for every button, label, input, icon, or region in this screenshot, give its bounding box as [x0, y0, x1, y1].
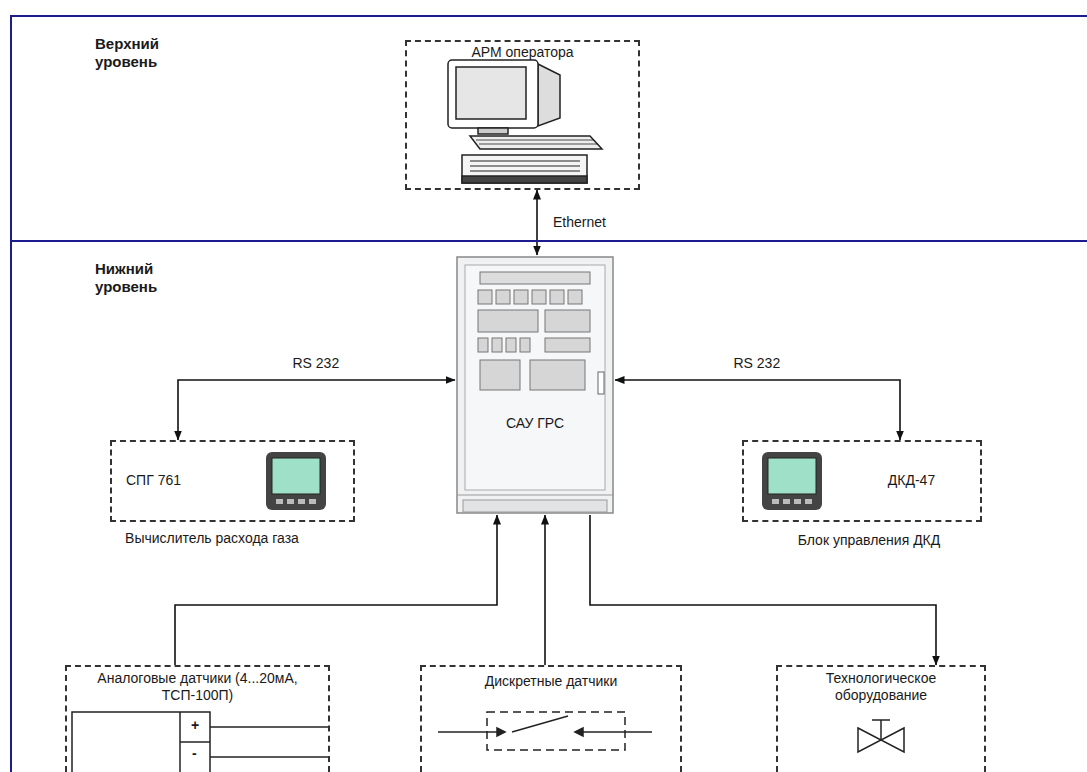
- device-icon: [805, 499, 812, 504]
- cabinet-illustration: [598, 372, 604, 394]
- level-band: Верхний уровень АРМ оператора: [10, 15, 1087, 242]
- device-icon: [266, 452, 326, 510]
- switch-symbol: [438, 731, 505, 733]
- cabinet-illustration: [478, 290, 492, 304]
- sensor-symbol: [210, 726, 328, 728]
- connector: [178, 380, 455, 440]
- computer-illustration: [470, 136, 602, 149]
- cabinet-box: САУ ГРС: [455, 255, 615, 515]
- device-icon: [772, 499, 779, 504]
- node-caption: Блок управления ДКД: [749, 532, 989, 549]
- switch-symbol: [497, 728, 505, 736]
- switch-symbol: [575, 728, 583, 736]
- level-band: Нижний уровеньСАУ ГРССПГ 761Вычислитель …: [10, 242, 1087, 772]
- device-icon: [287, 499, 294, 504]
- computer-illustration: [462, 176, 587, 183]
- node-label: Дискретные датчики: [422, 673, 680, 690]
- valve-symbol: [872, 719, 890, 721]
- switch-symbol: [438, 712, 652, 750]
- cabinet-illustration: [465, 265, 605, 490]
- switch-symbol: [487, 712, 625, 750]
- cabinet-illustration: [457, 257, 613, 513]
- cabinet-illustration: [550, 290, 564, 304]
- cabinet-illustration: [463, 500, 607, 512]
- device-icon: [298, 499, 305, 504]
- cabinet-illustration: [480, 272, 590, 284]
- terminal-sign: +: [189, 717, 201, 734]
- computer-illustration: [448, 60, 538, 128]
- switch-symbol: [512, 716, 568, 732]
- cabinet-illustration: [514, 290, 528, 304]
- device-icon: [276, 499, 283, 504]
- node-label: Аналоговые датчики (4...20мА, ТСП-100П): [75, 670, 320, 704]
- connector-label: RS 232: [732, 355, 783, 372]
- cabinet-illustration: [568, 290, 582, 304]
- node-label: ДКД-47: [849, 472, 974, 489]
- sensor-symbol: [72, 712, 210, 772]
- device-box: СПГ 761Вычислитель расхода газа: [110, 440, 355, 522]
- device-icon: [762, 452, 822, 510]
- cabinet-illustration: [492, 338, 502, 352]
- workstation-box: АРМ оператора: [405, 40, 640, 190]
- sensor-symbol: [210, 756, 328, 758]
- cabinet-illustration: [478, 310, 538, 332]
- cabinet-illustration: [545, 310, 590, 332]
- valve-symbol: [858, 720, 904, 752]
- node-caption: Вычислитель расхода газа: [62, 530, 362, 547]
- device-icon: [309, 499, 316, 504]
- device-icon: [783, 499, 790, 504]
- connector-label: RS 232: [291, 355, 342, 372]
- cabinet-illustration: [532, 290, 546, 304]
- valve-symbol: [880, 720, 882, 740]
- device-icon: [794, 499, 801, 504]
- node-label: АРМ оператора: [407, 44, 638, 61]
- cabinet-illustration: [478, 290, 590, 390]
- computer-illustration: [478, 128, 508, 134]
- device-icon: [272, 458, 320, 494]
- connector: [544, 515, 546, 665]
- cabinet-illustration: [530, 360, 585, 390]
- sensor-symbol: [72, 712, 328, 772]
- cabinet-illustration: [496, 290, 510, 304]
- connector: [615, 380, 900, 440]
- device-icon: [768, 458, 816, 494]
- cabinet-illustration: [520, 338, 530, 352]
- computer-illustration: [462, 155, 587, 183]
- node-label: Технологическое оборудование: [806, 670, 956, 704]
- equipment-box: Технологическое оборудование: [776, 665, 986, 772]
- sensor-box: Дискретные датчики: [420, 665, 682, 772]
- valve-symbol: [858, 728, 881, 752]
- node-label: СПГ 761: [126, 472, 256, 489]
- cabinet-illustration: [478, 338, 488, 352]
- valve-symbol: [881, 728, 904, 752]
- cabinet-illustration: [545, 338, 590, 352]
- computer-illustration: [456, 67, 526, 119]
- node-label: Нижний уровень: [95, 260, 190, 296]
- computer-illustration: [470, 161, 580, 171]
- switch-symbol: [575, 731, 652, 733]
- device-icon: [266, 452, 326, 510]
- cabinet-illustration: [457, 495, 613, 496]
- connector: [536, 190, 538, 255]
- terminal-sign: -: [190, 745, 199, 762]
- cabinet-illustration: [480, 360, 520, 390]
- node-label: Верхний уровень: [95, 35, 190, 71]
- node-label: САУ ГРС: [485, 415, 585, 432]
- sensor-symbol: [180, 741, 210, 743]
- device-icon: [762, 452, 822, 510]
- cabinet-illustration: [506, 338, 516, 352]
- cabinet-illustration: [457, 257, 613, 513]
- computer-illustration: [448, 60, 602, 183]
- connector-label: Ethernet: [551, 214, 608, 231]
- computer-illustration: [476, 140, 598, 144]
- computer-illustration: [538, 64, 560, 126]
- device-box: ДКД-47Блок управления ДКД: [742, 440, 982, 522]
